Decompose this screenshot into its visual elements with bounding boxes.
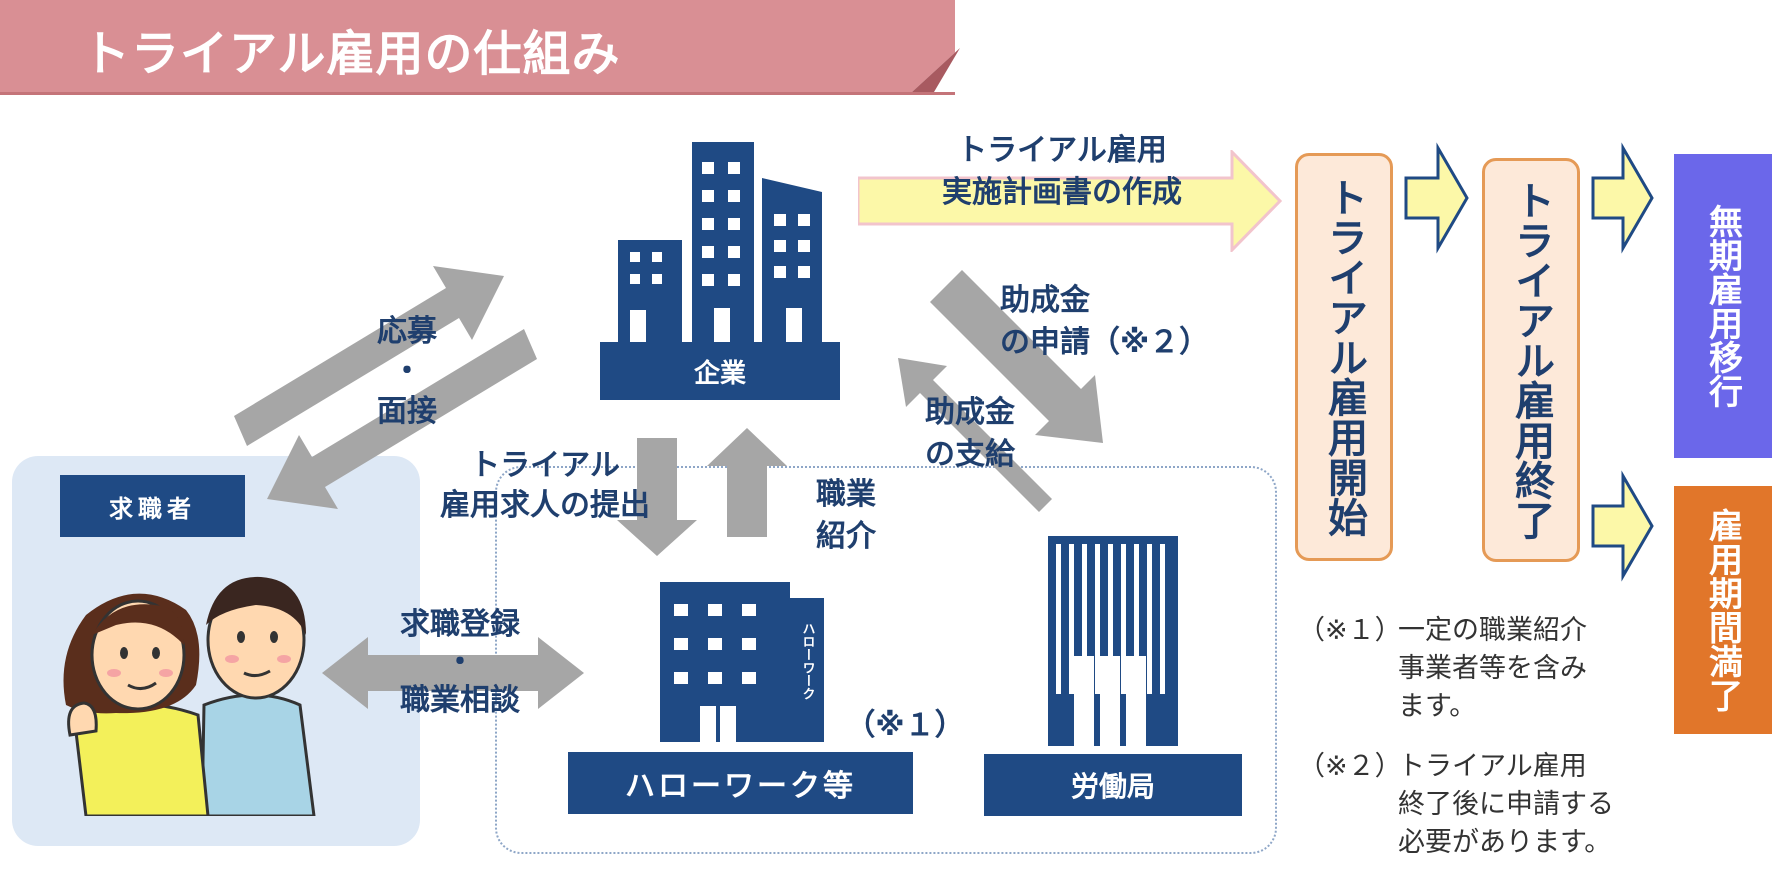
title-banner bbox=[0, 0, 955, 95]
company-label: 企業 bbox=[600, 342, 840, 400]
interview-arrow bbox=[267, 329, 537, 509]
referral-arrow bbox=[707, 428, 787, 537]
hellowork-building-icon: ハローワーク bbox=[660, 582, 824, 742]
apply-interview-text: 応募 ・ 面接 bbox=[377, 314, 437, 429]
job-seeker-label: 求職者 bbox=[60, 475, 245, 537]
plan-creation-text: トライアル雇用 実施計画書の作成 bbox=[942, 133, 1182, 210]
to-expire-arrow bbox=[1591, 470, 1654, 582]
subsidy-payment-text: 助成金 の支給 bbox=[925, 395, 1015, 472]
note1-marker: （※１） bbox=[845, 708, 965, 743]
trial-start-box: トライアル雇用開始 bbox=[1295, 153, 1393, 561]
start-to-end-arrow bbox=[1404, 142, 1469, 254]
job-seekers-illustration bbox=[63, 576, 316, 816]
subsidy-pay-arrow bbox=[898, 358, 1052, 512]
hellowork-sign: ハローワーク bbox=[800, 622, 816, 700]
trial-job-submission-text: トライアル 雇用求人の提出 bbox=[440, 448, 650, 523]
contract-expiry-box: 雇用期間満了 bbox=[1674, 486, 1772, 734]
plan-creation-arrow bbox=[858, 150, 1282, 252]
company-building-icon bbox=[618, 142, 822, 342]
subsidy-application-text: 助成金 の申請（※２） bbox=[1000, 283, 1210, 360]
subsidy-apply-arrow bbox=[930, 270, 1103, 443]
registration-consultation-text: 求職登録 ・ 職業相談 bbox=[400, 607, 520, 718]
note-1: （※１） 一定の職業紹介 事業者等を含み ます。 bbox=[1298, 615, 1587, 722]
hellowork-label: ハローワーク等 bbox=[568, 752, 913, 814]
trial-end-box: トライアル雇用終了 bbox=[1482, 158, 1580, 562]
labor-bureau-building-icon bbox=[1048, 536, 1178, 746]
page-fold-icon bbox=[912, 48, 960, 92]
register-consult-arrow bbox=[322, 637, 584, 709]
labor-bureau-label: 労働局 bbox=[984, 754, 1242, 816]
indefinite-employment-box: 無期雇用移行 bbox=[1674, 154, 1772, 458]
to-indefinite-arrow bbox=[1591, 142, 1654, 254]
page-title: トライアル雇用の仕組み bbox=[82, 26, 621, 82]
trial-submit-arrow bbox=[617, 438, 697, 556]
note-2: （※２） トライアル雇用 終了後に申請する 必要があります。 bbox=[1298, 751, 1614, 858]
apply-arrow bbox=[234, 266, 504, 446]
job-referral-text: 職業 紹介 bbox=[816, 477, 876, 554]
